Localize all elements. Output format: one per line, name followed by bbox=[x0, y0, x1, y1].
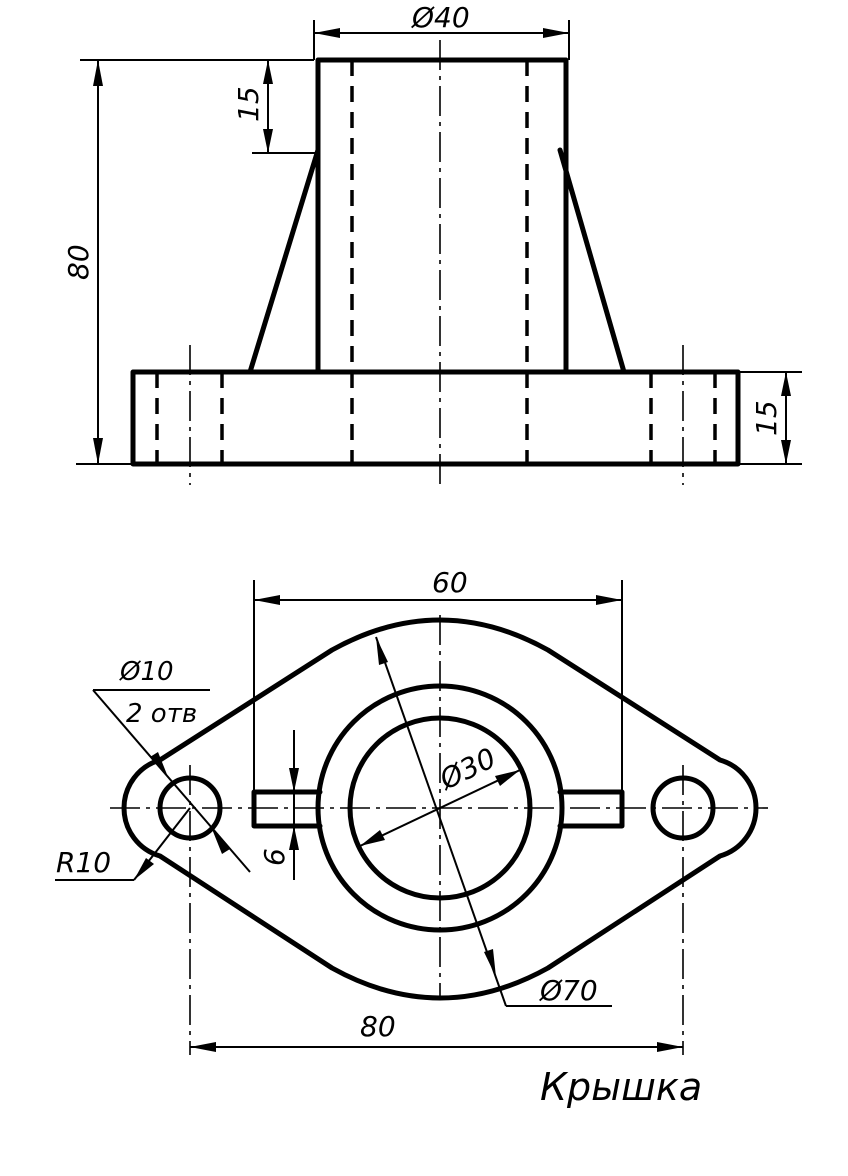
dim-hole-spacing-label: 80 bbox=[360, 1010, 396, 1043]
top-right-hole bbox=[650, 775, 716, 841]
dim-bore-diameter-label: Ø30 bbox=[434, 741, 501, 796]
dim-slot-span: 60 bbox=[253, 566, 623, 792]
dim-tube-top-offset-label: 15 bbox=[232, 86, 265, 122]
front-view: Ø40 15 80 15 bbox=[62, 1, 802, 490]
dim-hole-diameter: Ø10 2 отв bbox=[92, 657, 251, 873]
top-right-slot bbox=[557, 789, 625, 829]
dim-overall-height: 80 bbox=[62, 59, 314, 465]
dim-flange-thickness: 15 bbox=[738, 371, 802, 465]
top-bore-circle bbox=[347, 715, 533, 901]
dim-hole-count-label: 2 отв bbox=[126, 699, 197, 729]
dim-tube-diameter-label: Ø40 bbox=[411, 1, 470, 34]
front-left-gusset bbox=[247, 147, 321, 375]
dim-slot-span-label: 60 bbox=[432, 566, 468, 599]
top-flange-outline bbox=[121, 617, 759, 1001]
dim-flange-thickness-label: 15 bbox=[750, 400, 783, 436]
part-title: Крышка bbox=[540, 1065, 702, 1109]
top-boss-circle bbox=[315, 683, 565, 933]
top-left-slot bbox=[251, 789, 323, 829]
front-flange-outline bbox=[130, 369, 741, 467]
dim-boss-diameter-label: Ø70 bbox=[539, 974, 598, 1007]
front-right-gusset bbox=[557, 147, 627, 375]
dim-slot-width: 6 bbox=[258, 730, 299, 880]
dim-boss-diameter: Ø70 bbox=[375, 636, 612, 1007]
dim-flange-radius: R10 bbox=[55, 807, 191, 881]
top-view: 60 Ø10 2 отв R10 Ø30 bbox=[55, 566, 768, 1055]
dim-hole-diameter-label: Ø10 bbox=[119, 657, 174, 687]
front-tube-outline bbox=[315, 57, 569, 375]
dim-hole-spacing: 80 bbox=[190, 1010, 683, 1052]
dim-slot-width-label: 6 bbox=[258, 848, 291, 866]
dim-flange-radius-label: R10 bbox=[56, 846, 111, 879]
dim-tube-top-offset: 15 bbox=[232, 60, 318, 154]
dim-tube-diameter: Ø40 bbox=[313, 1, 570, 60]
dim-overall-height-label: 80 bbox=[62, 244, 95, 280]
top-left-hole bbox=[157, 775, 223, 841]
